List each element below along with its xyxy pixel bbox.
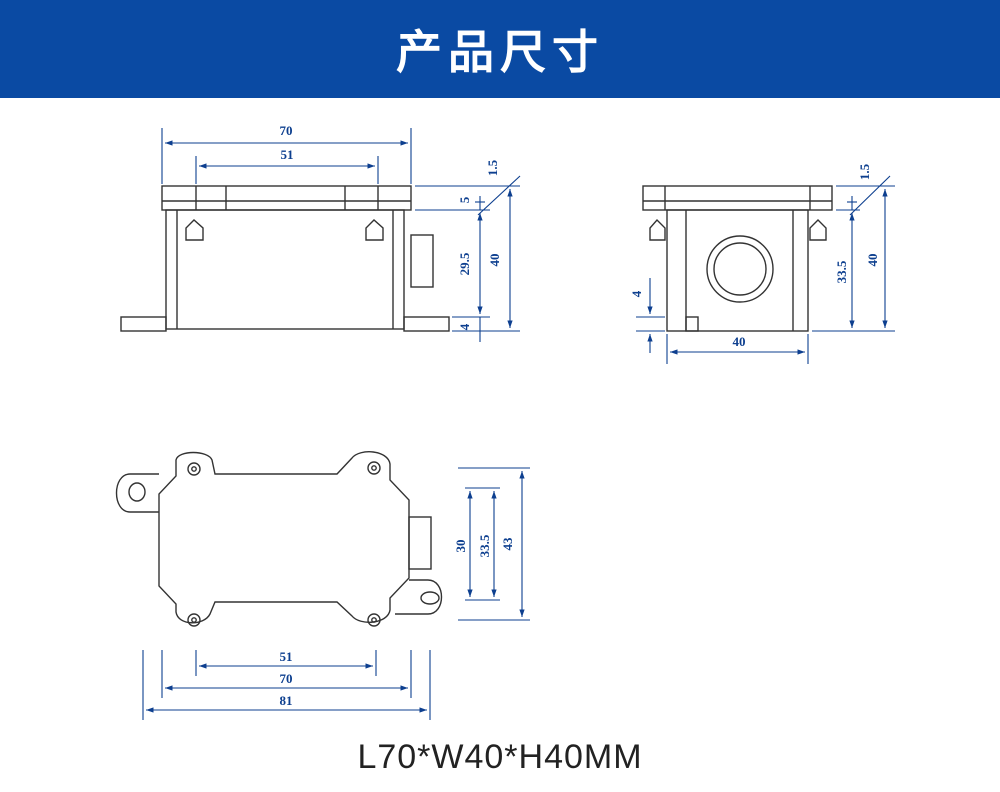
header-bar: 产品尺寸	[0, 0, 1000, 98]
top-view	[115, 451, 443, 627]
side-view	[642, 185, 833, 332]
front-lid-height-label: 5	[457, 196, 472, 203]
side-total-height-label: 40	[865, 254, 880, 267]
front-flange-height-label: 4	[457, 323, 472, 330]
side-flange-height-label: 4	[629, 290, 644, 297]
front-body-height-label: 29.5	[457, 252, 472, 275]
front-view-dimensions	[161, 128, 521, 342]
dimension-drawing: 70 51 1.5 5 29.5 40 4	[115, 123, 895, 720]
page-title: 产品尺寸	[396, 25, 604, 79]
top-inner-width-label: 30	[453, 540, 468, 553]
front-view-labels: 70 51 1.5 5 29.5 40 4	[280, 123, 503, 330]
top-hole-spacing-label: 51	[280, 649, 293, 664]
side-view-dimensions	[636, 175, 895, 364]
dimensions-caption: L70*W40*H40MM	[357, 738, 643, 776]
front-lid-thickness-label: 1.5	[485, 159, 500, 176]
top-total-length-label: 81	[280, 693, 293, 708]
top-mid-width-label: 33.5	[477, 534, 492, 557]
front-total-height-label: 40	[487, 254, 502, 267]
side-lid-thickness-label: 1.5	[857, 163, 872, 180]
front-inner-width-label: 51	[281, 147, 294, 162]
front-view	[120, 185, 450, 332]
side-body-height-label: 33.5	[834, 260, 849, 283]
front-top-width-label: 70	[280, 123, 293, 138]
side-width-label: 40	[733, 334, 746, 349]
top-view-labels: 30 33.5 43 51 70 81	[280, 534, 516, 708]
top-body-length-label: 70	[280, 671, 293, 686]
top-outer-width-label: 43	[500, 537, 515, 551]
top-view-dimensions	[142, 467, 530, 720]
side-view-labels: 1.5 33.5 40 4 40	[629, 163, 880, 349]
